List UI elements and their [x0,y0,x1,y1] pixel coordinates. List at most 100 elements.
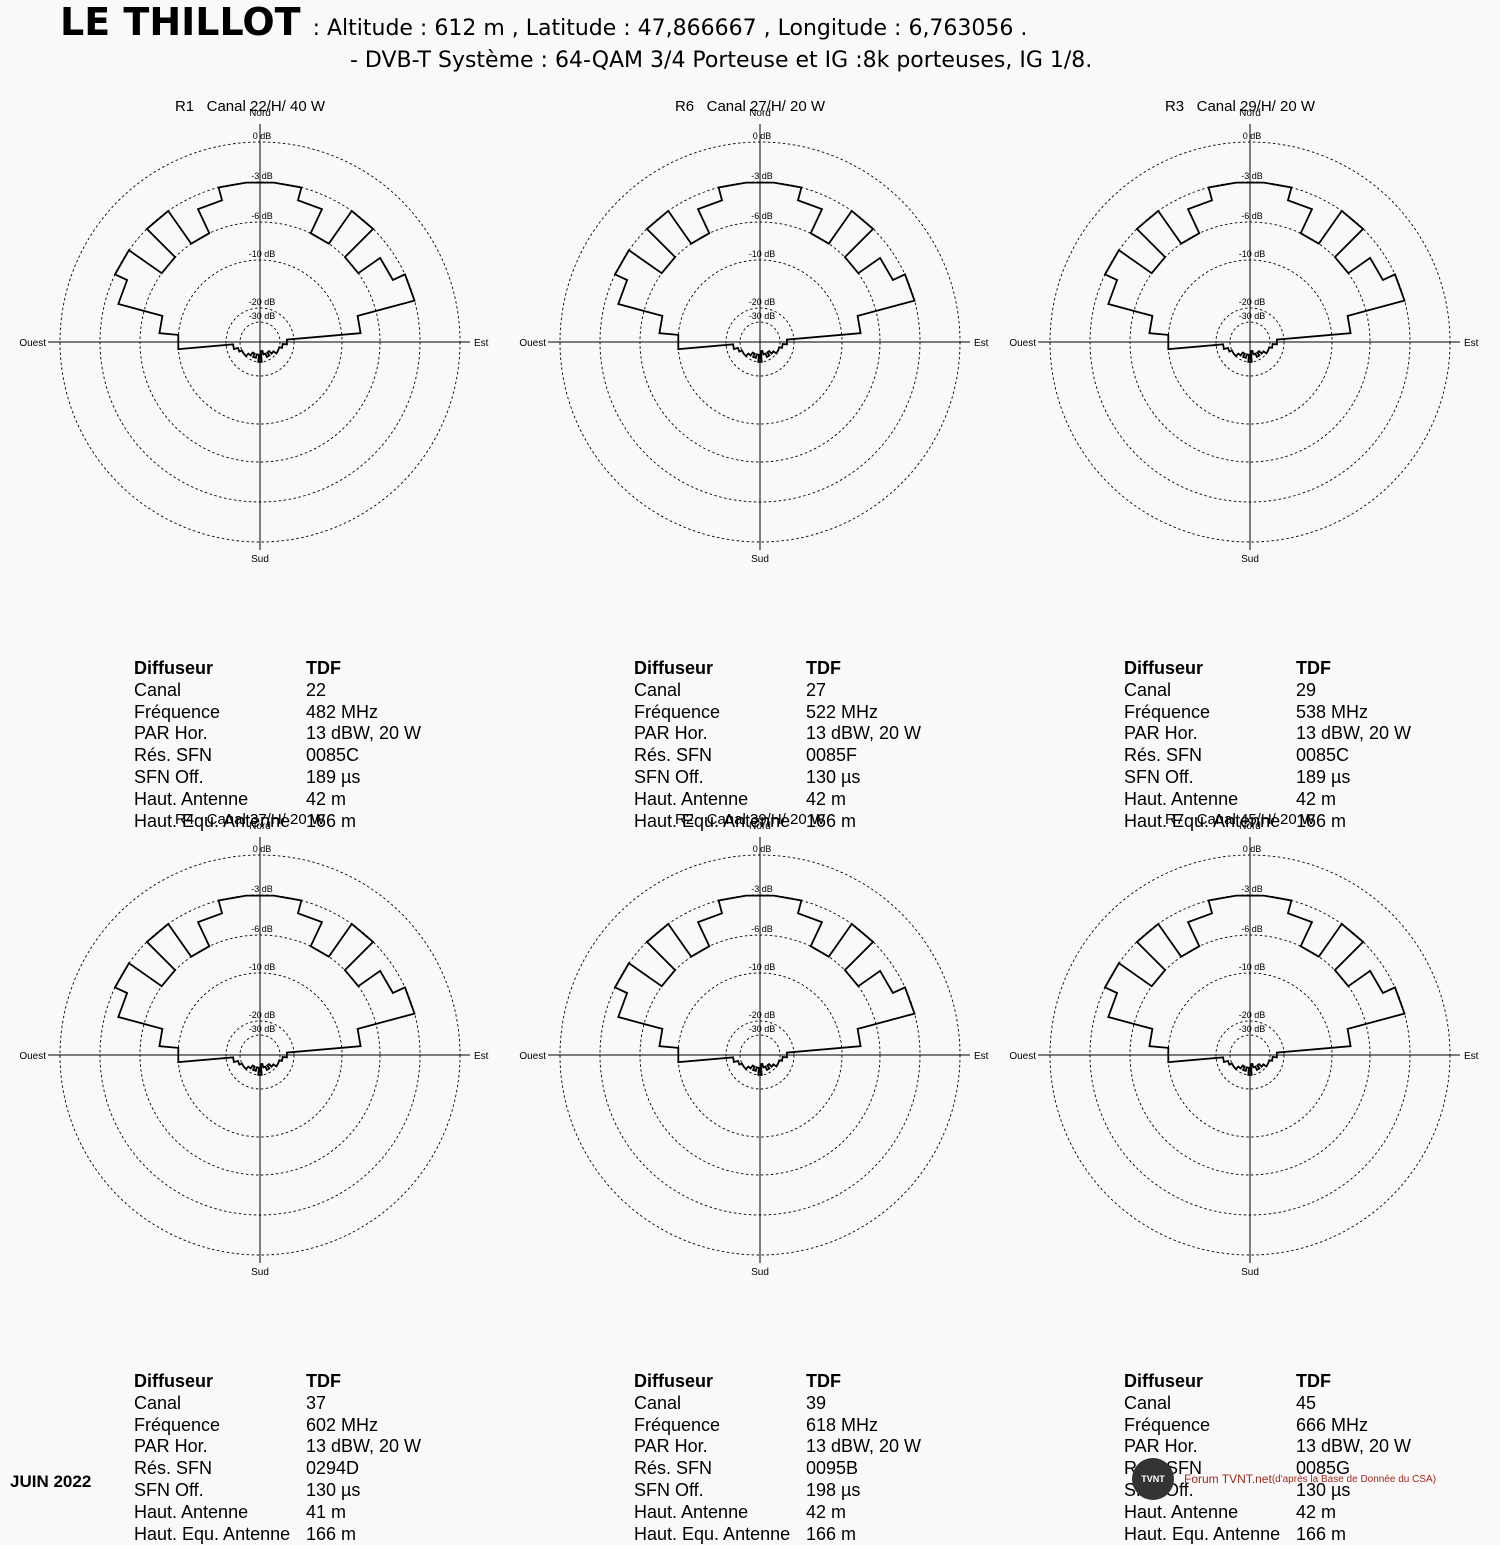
info-label: SFN Off. [134,766,204,787]
axis-label-west: Ouest [19,1051,46,1062]
axis-label-north: Nord [1239,108,1261,119]
info-label: Haut. Antenne [134,1501,249,1522]
info-value: 166 m [306,1523,357,1544]
info-label: Haut. Equ. Antenne [1124,1523,1281,1544]
info-label: Haut. Equ. Antenne [134,810,291,831]
axis-label-south: Sud [751,554,769,565]
info-value: 166 m [1296,810,1347,831]
axis-label-north: Nord [749,821,771,832]
info-row-canal: Canal 45 [1124,1393,1411,1415]
info-row-sfn-off: SFN Off.198 µs [634,1480,921,1502]
info-value: 166 m [806,1523,857,1544]
info-label: PAR Hor. [1124,1436,1198,1457]
ring-label: -20 dB [749,297,776,307]
info-row-sfn: Rés. SFN 0085C [134,745,421,767]
info-value: 13 dBW, 20 W [306,723,422,744]
info-value: TDF [806,1371,841,1391]
info-label: Haut. Antenne [634,1501,749,1522]
ring-label: -3 dB [251,884,273,894]
info-value: 482 MHz [306,701,379,722]
polar-diagram: 0 dB-3 dB-6 dB-10 dB-20 dB-30 dBNordSudE… [19,108,489,565]
polar-diagram: 0 dB-3 dB-6 dB-10 dB-20 dB-30 dBNordSudE… [19,821,489,1278]
info-value: 522 MHz [806,701,879,722]
ring-label: -30 dB [749,1024,776,1034]
info-label: Rés. SFN [1124,745,1203,766]
info-value: 41 m [306,1501,347,1522]
axis-label-east: Est [1464,338,1479,349]
source-link[interactable]: Forum TVNT.net [1184,1472,1272,1486]
info-value: TDF [306,1371,341,1391]
info-label: SFN Off. [634,766,704,787]
site-coordinates: : Altitude : 612 m , Latitude : 47,86666… [312,16,1028,41]
axis-label-east: Est [474,338,489,349]
ring-label: -3 dB [1241,884,1263,894]
info-value: 13 dBW, 20 W [306,1436,422,1457]
info-value: 130 µs [1296,1479,1351,1500]
info-row-haut: Haut. Antenne 41 m [134,1502,421,1524]
info-value: 42 m [1296,1501,1337,1522]
page-header: LE THILLOT : Altitude : 612 m , Latitude… [60,0,1027,50]
ring-label: 0 dB [753,844,772,854]
axis-label-west: Ouest [1009,338,1036,349]
info-value: 189 µs [1296,766,1351,787]
source-note: (d'après la Base de Donnée du CSA) [1271,1473,1437,1485]
info-value: 166 m [1296,1523,1347,1544]
info-label: Rés. SFN [134,745,213,766]
axis-label-west: Ouest [519,1051,546,1062]
info-label: Fréquence [134,701,221,722]
axis-label-north: Nord [249,108,271,119]
info-value: TDF [306,658,341,678]
info-value: 42 m [306,788,347,809]
ring-label: 0 dB [253,131,272,141]
info-label: PAR Hor. [134,1436,208,1457]
radiation-pattern [113,894,416,1076]
polar-diagram: 0 dB-3 dB-6 dB-10 dB-20 dB-30 dBNordSudE… [519,108,988,565]
info-value: 0085G [1296,1458,1351,1479]
info-value: 37 [306,1392,327,1413]
info-label: Diffuseur [134,658,214,678]
info-label: Haut. Antenne [634,788,749,809]
info-value: 0085C [306,745,360,766]
info-value: 13 dBW, 20 W [1296,1436,1412,1457]
axis-label-east: Est [474,1051,489,1062]
info-value: 538 MHz [1296,701,1369,722]
info-label: PAR Hor. [134,723,208,744]
info-label: Canal [1124,1392,1172,1413]
info-value: 602 MHz [306,1414,379,1435]
info-value: 39 [806,1392,827,1413]
panel-title: R2 Canal 39/H/ 20 W [674,811,826,828]
ring-label: -20 dB [249,1010,276,1020]
ring-label: -10 dB [749,962,776,972]
ring-label: -3 dB [251,171,273,181]
axis-label-east: Est [1464,1051,1479,1062]
ring-label: -6 dB [751,924,773,934]
info-row-haut-equ: Haut. Equ. Antenne 166 m [1124,1524,1411,1545]
info-label: Haut. Equ. Antenne [634,1523,791,1544]
info-label: Canal [634,679,682,700]
panel-title: R1 Canal 22/H/ 40 W [174,98,326,115]
footer-source: TVNT Forum TVNT.net (d'après la Base de … [1132,1458,1436,1500]
ring-label: -30 dB [1239,1024,1266,1034]
info-label: SFN Off. [634,1479,704,1500]
axis-label-south: Sud [751,1267,769,1278]
radiation-pattern [1103,181,1406,363]
info-value: 45 [1296,1392,1317,1413]
ring-label: -3 dB [751,171,773,181]
info-value: 29 [1296,679,1317,700]
